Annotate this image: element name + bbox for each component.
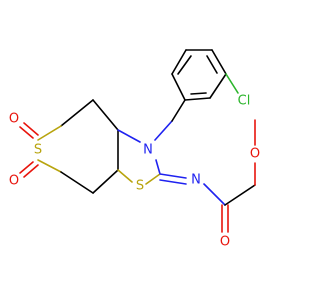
- bond-ar-cl: [225, 73, 239, 94]
- bond-ar6-ar1: [171, 73, 186, 101]
- bond-ar-inner-1: [190, 92, 207, 95]
- bond-ar1-ar2: [184, 97, 211, 101]
- bond-ch2-benzyl-aryl: [171, 99, 186, 122]
- bond-c-carbonyl-ch2: [224, 184, 256, 206]
- bond-s-o-bottom-b: [23, 164, 39, 178]
- bond-ar-inner-2: [206, 55, 218, 74]
- bond-s-c3: [37, 159, 62, 173]
- atom-cl: Cl: [238, 94, 251, 109]
- atom-n-ring: N: [143, 143, 153, 158]
- bond-c1-c2: [60, 99, 94, 127]
- bond-n-ch2-benzyl: [154, 120, 173, 141]
- bond-c7-n-imine-b: [159, 179, 187, 185]
- bond-s2-c7: [145, 173, 161, 185]
- atom-n-imine: N: [191, 173, 201, 188]
- bond-ar2-ar3: [209, 73, 227, 99]
- atom-labels: S O O N S N O O Cl: [9, 94, 260, 250]
- atom-o-sulfonyl-bottom: O: [9, 174, 19, 189]
- bond-n-imine-c-carbonyl: [203, 183, 226, 206]
- atom-o-carbonyl: O: [220, 235, 230, 250]
- bond-ar-inner-3: [177, 55, 192, 75]
- bond-ar5-ar6: [171, 49, 187, 75]
- bond-ar3-ar4: [211, 49, 227, 75]
- atom-s-thiazolidine: S: [136, 179, 144, 194]
- bond-c1-c5: [92, 99, 119, 131]
- bonds: [19, 49, 256, 233]
- bond-c7-n-imine-a: [159, 173, 187, 179]
- bond-s-o-top-a: [19, 126, 34, 139]
- bond-c6-s2: [117, 169, 133, 183]
- atom-o-methoxy: O: [250, 147, 260, 162]
- bond-c5-n: [117, 129, 141, 143]
- bond-c4-c5: [92, 169, 119, 194]
- bond-c2-s: [37, 125, 62, 141]
- bond-n-c7: [155, 159, 161, 175]
- bond-s-o-top-b: [23, 122, 39, 136]
- bond-c3-c4: [60, 171, 94, 194]
- bond-s-o-bottom-a: [19, 161, 34, 174]
- chemical-structure-diagram: S O O N S N O O Cl: [9, 49, 260, 250]
- atom-o-sulfonyl-top: O: [9, 112, 19, 127]
- atom-s-ring: S: [34, 143, 42, 158]
